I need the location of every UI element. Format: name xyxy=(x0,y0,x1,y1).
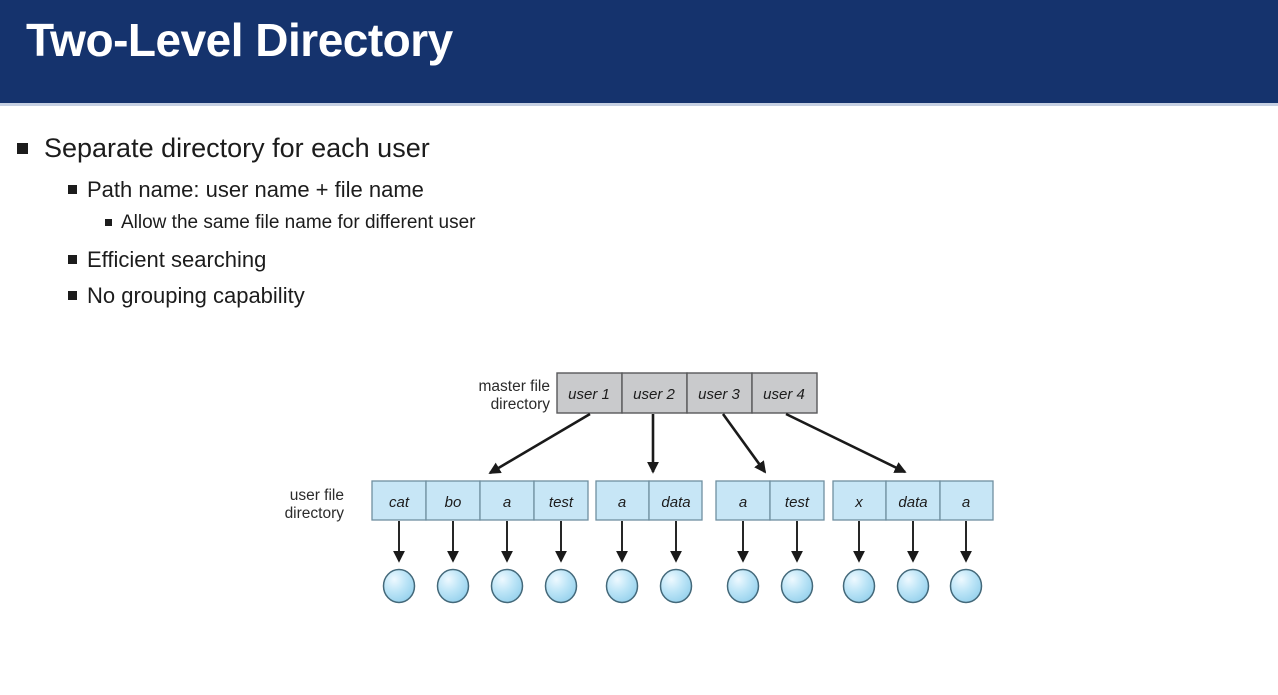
ufd-label-line1: user file xyxy=(290,487,344,504)
slide-header: Two-Level Directory xyxy=(0,0,1278,103)
file-circle xyxy=(842,568,876,604)
file-circle xyxy=(544,568,578,604)
ufd-cell-label: data xyxy=(661,494,690,511)
ufd-cell xyxy=(885,480,941,521)
ufd-cell-label: cat xyxy=(389,494,410,511)
mfd-cell-label: user 4 xyxy=(763,386,805,403)
file-circle xyxy=(436,568,470,604)
bullet-text: No grouping capability xyxy=(87,283,305,308)
bullet-allow-same-name: Allow the same file name for different u… xyxy=(105,212,476,234)
mfd-cell xyxy=(556,372,623,414)
ufd-cell-label: x xyxy=(854,494,863,511)
file-circle xyxy=(780,568,814,604)
ufd-cell-label: test xyxy=(785,494,810,511)
ufd-cell xyxy=(595,480,650,521)
ufd-cell-label: a xyxy=(739,494,747,511)
mfd-label-line2: directory xyxy=(491,396,551,413)
bullet-text: Path name: user name + file name xyxy=(87,177,424,202)
arrow-user1-to-ufd1 xyxy=(488,412,591,475)
file-circle xyxy=(896,568,930,604)
mfd-cell xyxy=(621,372,688,414)
bullet-path-name: Path name: user name + file name xyxy=(68,177,424,203)
file-circle xyxy=(949,568,983,604)
ufd-label-line2: directory xyxy=(285,505,345,522)
bullet-square-icon xyxy=(17,143,28,154)
ufd-cell-label: bo xyxy=(445,494,462,511)
bullet-square-icon xyxy=(105,219,112,226)
mfd-cell-label: user 3 xyxy=(698,386,740,403)
arrow-user4-to-ufd4 xyxy=(785,412,907,474)
mfd-cell xyxy=(686,372,753,414)
arrow-user3-to-ufd3 xyxy=(721,413,767,474)
ufd-cell xyxy=(648,480,703,521)
ufd-cell-label: a xyxy=(962,494,970,511)
slide-title: Two-Level Directory xyxy=(26,14,453,66)
bullet-text: Separate directory for each user xyxy=(44,133,430,163)
ufd-cell xyxy=(832,480,887,521)
bullet-separate-directory: Separate directory for each user xyxy=(17,133,430,164)
bullet-square-icon xyxy=(68,255,77,264)
ufd-cell xyxy=(533,480,589,521)
header-divider xyxy=(0,103,1278,106)
mfd-cell xyxy=(751,372,818,414)
bullet-square-icon xyxy=(68,291,77,300)
bullet-efficient-searching: Efficient searching xyxy=(68,247,266,273)
ufd-cell xyxy=(715,480,771,521)
bullet-text: Efficient searching xyxy=(87,247,267,272)
file-circle xyxy=(490,568,524,604)
bullet-no-grouping: No grouping capability xyxy=(68,283,305,309)
file-circle xyxy=(605,568,639,604)
bullet-square-icon xyxy=(68,185,77,194)
mfd-cell-label: user 2 xyxy=(633,386,675,403)
ufd-cell-label: a xyxy=(618,494,626,511)
file-circle xyxy=(726,568,760,604)
file-circle xyxy=(659,568,693,604)
mfd-label-line1: master file xyxy=(479,378,551,395)
ufd-cell-label: a xyxy=(503,494,511,511)
file-circle xyxy=(382,568,416,604)
ufd-cell xyxy=(769,480,825,521)
ufd-cell-label: test xyxy=(549,494,574,511)
bullet-text: Allow the same file name for different u… xyxy=(121,212,476,233)
mfd-cell-label: user 1 xyxy=(568,386,610,403)
ufd-cell xyxy=(939,480,994,521)
ufd-cell-label: data xyxy=(898,494,927,511)
two-level-directory-diagram: master file directory user 1 user 2 user… xyxy=(285,372,994,604)
